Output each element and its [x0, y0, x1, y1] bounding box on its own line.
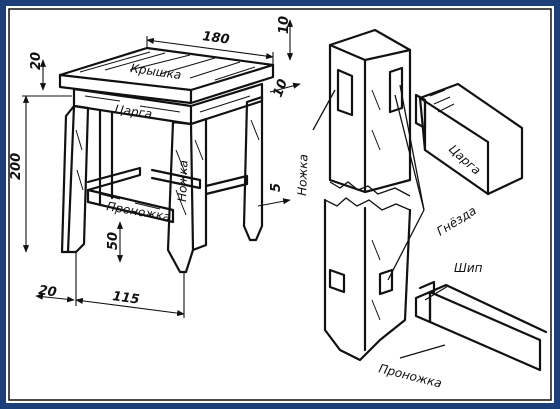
joint-tenon	[414, 290, 432, 324]
label-leg: Ножка	[175, 160, 190, 202]
dim-apron-height: 10	[271, 77, 291, 99]
dim-width: 180	[201, 29, 230, 48]
dim-rail-height: 50	[106, 232, 121, 250]
joint-label-rail: Проножка	[377, 361, 443, 390]
label-apron: Царга	[114, 102, 154, 121]
dim-leg-width: 20	[37, 283, 57, 300]
joint-leg-lower	[323, 198, 412, 362]
joint-apron	[418, 82, 524, 196]
stool-leg-back-right	[242, 95, 264, 242]
dim-apron-height-top: 10	[277, 16, 292, 34]
stool-drawing: 180 20 200 10 10 5 50 20 115 Крышка Царг…	[9, 16, 301, 318]
joint-leg-upper	[328, 28, 412, 194]
dim-seat-thickness: 20	[29, 52, 44, 70]
joint-detail-drawing: Ножка Царга Гнёзда Шип Проножка	[295, 28, 548, 391]
dim-rail-thickness: 5	[269, 183, 284, 192]
frame-border-inner	[8, 8, 552, 401]
joint-label-leg: Ножка	[295, 154, 310, 196]
stool-leg-front-left	[66, 104, 90, 254]
stool-rail	[86, 188, 175, 224]
joint-label-apron: Царга	[446, 142, 484, 178]
label-seat: Крышка	[130, 61, 183, 82]
dim-leg-spacing: 115	[111, 289, 140, 308]
dim-height: 200	[9, 153, 24, 180]
joint-label-sockets: Гнёзда	[434, 203, 479, 238]
joint-label-tenon: Шип	[454, 261, 483, 275]
